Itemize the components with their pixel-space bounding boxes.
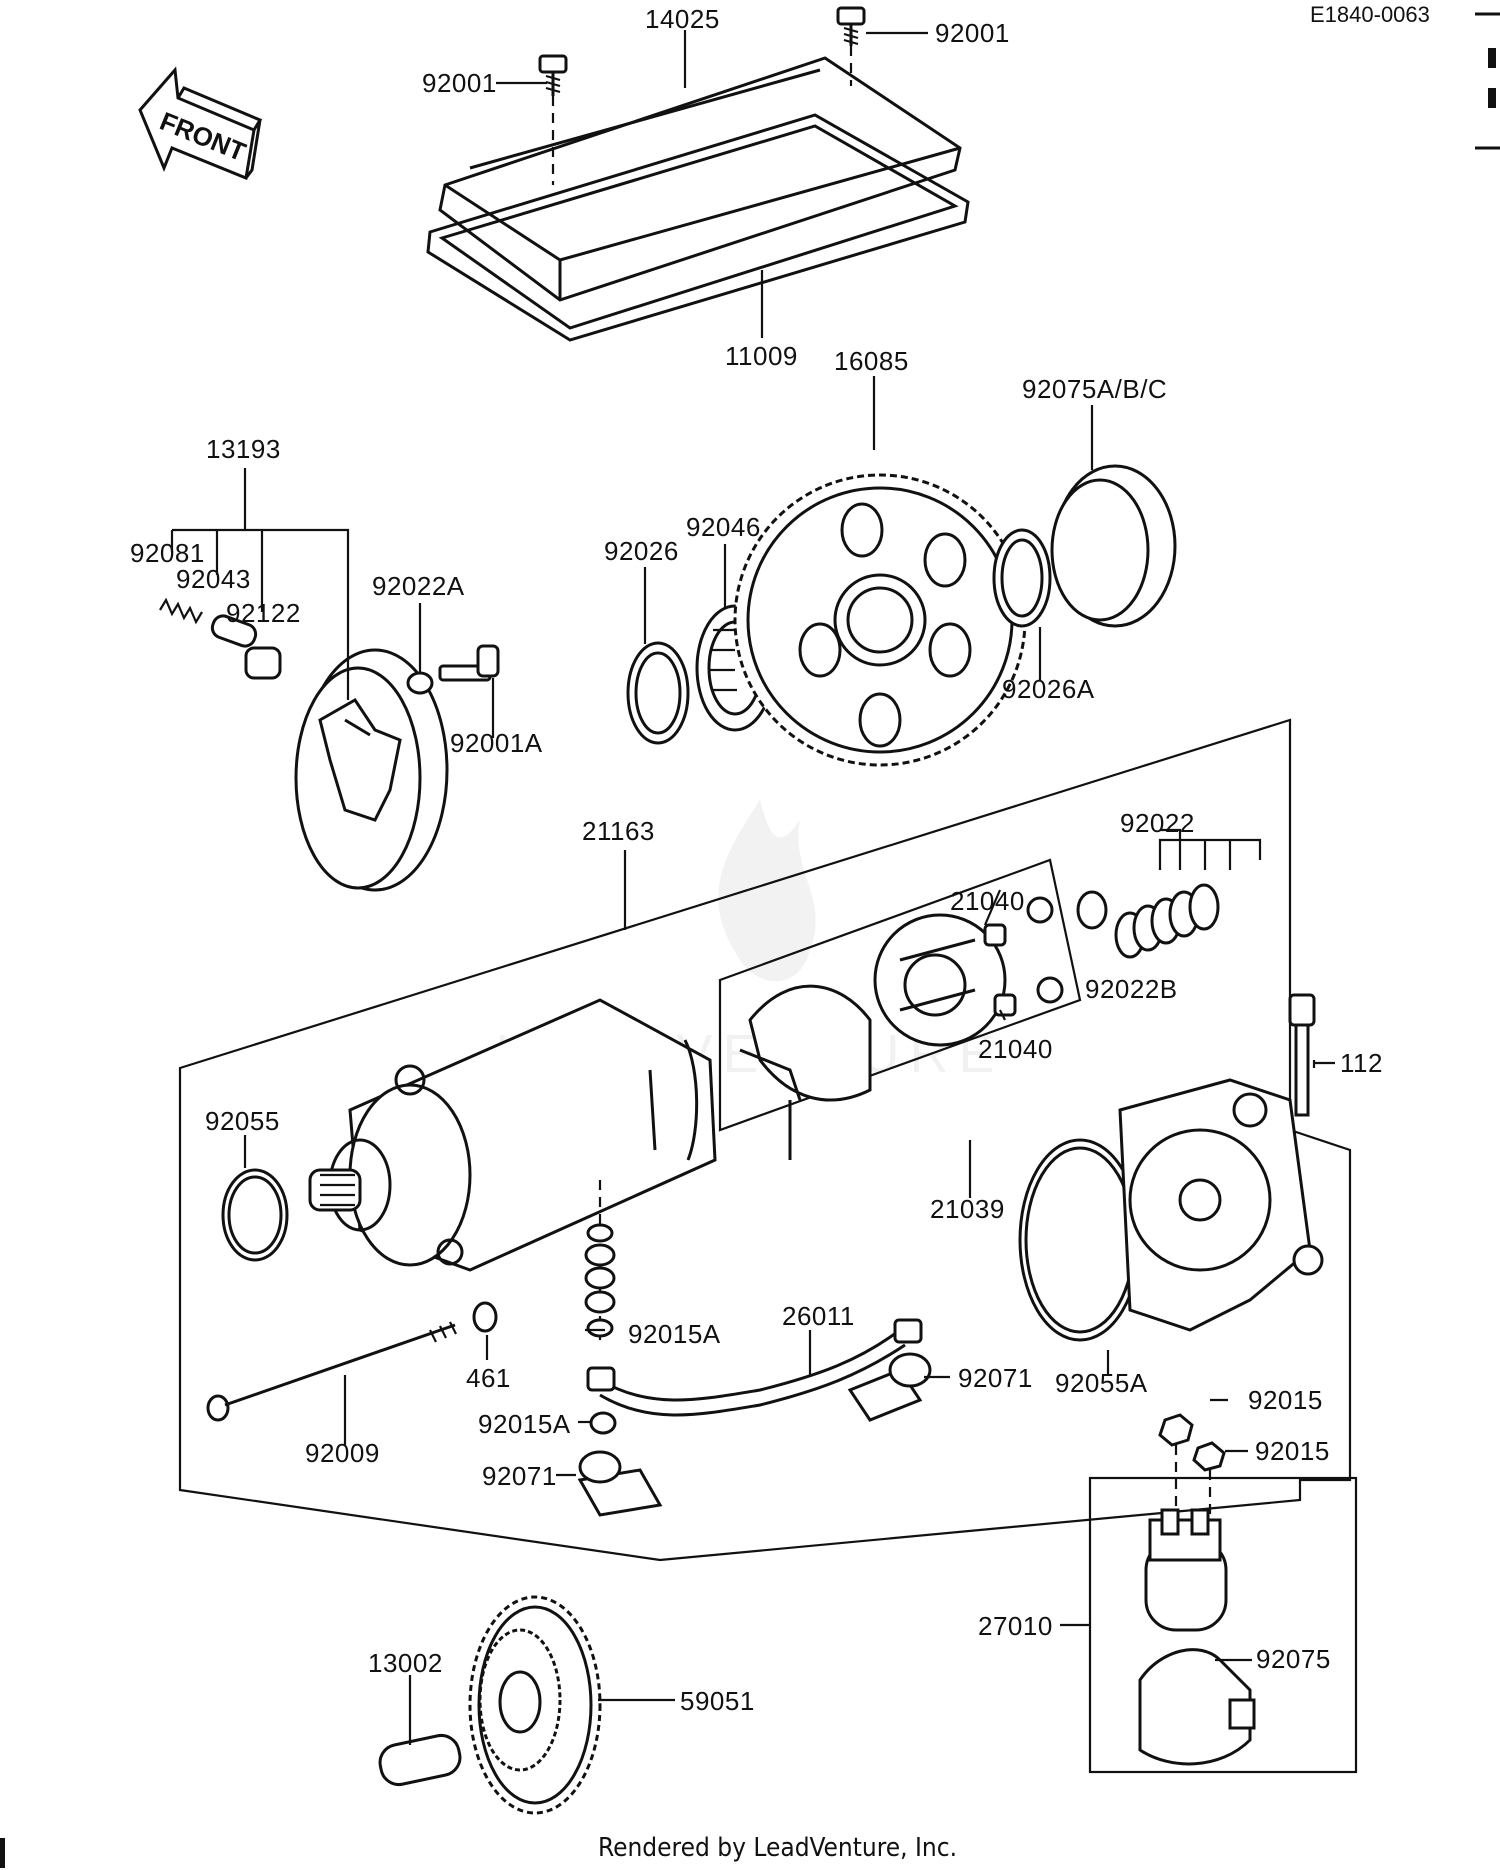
- pin-92043: [210, 614, 258, 648]
- nut-92015a-lower: [589, 1411, 617, 1435]
- spring-92081: [159, 597, 203, 625]
- terminal-cap-92071-right: [847, 1352, 932, 1422]
- callout-92043: 92043: [176, 564, 251, 594]
- shim-92075abc: [1050, 464, 1177, 628]
- callout-59051: 59051: [680, 1686, 755, 1716]
- front-arrow: FRONT: [138, 66, 263, 181]
- front-arrow-label: FRONT: [156, 106, 250, 167]
- washer-set-92022: [1114, 883, 1220, 959]
- callout-26011: 26011: [782, 1301, 855, 1331]
- leader-lines: [170, 30, 1335, 1745]
- callout-92015a-1: 92015A: [628, 1319, 721, 1349]
- callout-92055: 92055: [205, 1106, 280, 1136]
- bolt-92001-left: [538, 54, 568, 185]
- callout-92071-left: 92071: [482, 1461, 557, 1491]
- callout-92015-1: 92015: [1248, 1385, 1323, 1415]
- starter-clutch-13193: [294, 648, 449, 892]
- bolt-92001-right: [836, 6, 866, 86]
- callout-21039: 21039: [930, 1194, 1005, 1224]
- bolt-112: [1288, 993, 1316, 1117]
- brush-21040-bottom: [993, 976, 1064, 1017]
- callout-13002: 13002: [368, 1648, 443, 1678]
- nut-stack-92015a: [584, 1180, 616, 1340]
- callout-112: 112: [1340, 1048, 1383, 1078]
- callout-14025: 14025: [645, 4, 720, 34]
- callout-92071-right: 92071: [958, 1363, 1033, 1393]
- brush-holder-subgroup-outline: [718, 858, 1082, 1132]
- callout-92001a: 92001A: [450, 728, 543, 758]
- callout-92015a-2: 92015A: [478, 1409, 571, 1439]
- o-ring-92055: [221, 1168, 289, 1262]
- callout-21040-top: 21040: [950, 886, 1025, 916]
- callout-461: 461: [466, 1363, 511, 1393]
- callout-92026a: 92026A: [1002, 674, 1095, 704]
- gear-59051: [468, 1595, 602, 1815]
- callout-21163: 21163: [582, 816, 655, 846]
- callout-92055a: 92055A: [1055, 1368, 1148, 1398]
- cover-14025: [438, 56, 962, 302]
- brush-21040-top: [983, 896, 1054, 947]
- callout-16085: 16085: [834, 346, 909, 376]
- callout-92075: 92075: [1256, 1644, 1331, 1674]
- callout-92001-left: 92001: [422, 68, 497, 98]
- callout-92022b: 92022B: [1085, 974, 1178, 1004]
- callout-92081: 92081: [130, 538, 205, 568]
- callout-labels: 14025 92001 92001 11009 16085 92075A/B/C…: [130, 4, 1383, 1716]
- gasket-11009: [426, 113, 970, 342]
- nut-92015-2: [1192, 1441, 1226, 1530]
- callout-92001-right: 92001: [935, 18, 1010, 48]
- cable-26011: [586, 1318, 923, 1417]
- callout-21040-bottom: 21040: [978, 1034, 1053, 1064]
- end-cover: [1118, 1078, 1324, 1332]
- watermark-flame-icon: [718, 800, 816, 982]
- nut-92015-1: [1158, 1413, 1194, 1525]
- callout-27010: 27010: [978, 1611, 1053, 1641]
- starter-motor-21163: [308, 998, 717, 1272]
- callout-92015-2: 92015: [1255, 1436, 1330, 1466]
- callout-13193: 13193: [206, 434, 281, 464]
- starter-relay-27010: [1144, 1508, 1228, 1632]
- brush-holder-21039: [739, 913, 1007, 1160]
- terminal-cap-92071-left: [577, 1450, 663, 1517]
- reference-code: E1840-0063: [1310, 2, 1430, 27]
- sleeve-13002: [378, 1733, 462, 1787]
- callout-92075abc: 92075A/B/C: [1022, 374, 1167, 404]
- callout-92026: 92026: [604, 536, 679, 566]
- gear-16085: [733, 473, 1027, 767]
- callout-11009: 11009: [725, 341, 798, 371]
- washer-92022a: [406, 671, 434, 695]
- roller-92122: [244, 646, 282, 680]
- footer-credit: Rendered by LeadVenture, Inc.: [598, 1833, 957, 1863]
- washer-92022b: [1076, 890, 1108, 930]
- relay-cover-92075: [1138, 1648, 1256, 1766]
- callout-92122: 92122: [226, 598, 301, 628]
- callout-92009: 92009: [305, 1438, 380, 1468]
- washer-92026a: [992, 528, 1052, 628]
- washer-461: [472, 1301, 498, 1333]
- washer-92026: [626, 641, 690, 745]
- starter-motor-group-outline: [178, 718, 1352, 1562]
- callout-92046: 92046: [686, 512, 761, 542]
- through-bolt-92009: [206, 1321, 457, 1422]
- callout-92022: 92022: [1120, 808, 1195, 838]
- bolt-92001a: [438, 644, 500, 682]
- page-edge-marks: [0, 12, 1500, 1868]
- callout-92022a: 92022A: [372, 571, 465, 601]
